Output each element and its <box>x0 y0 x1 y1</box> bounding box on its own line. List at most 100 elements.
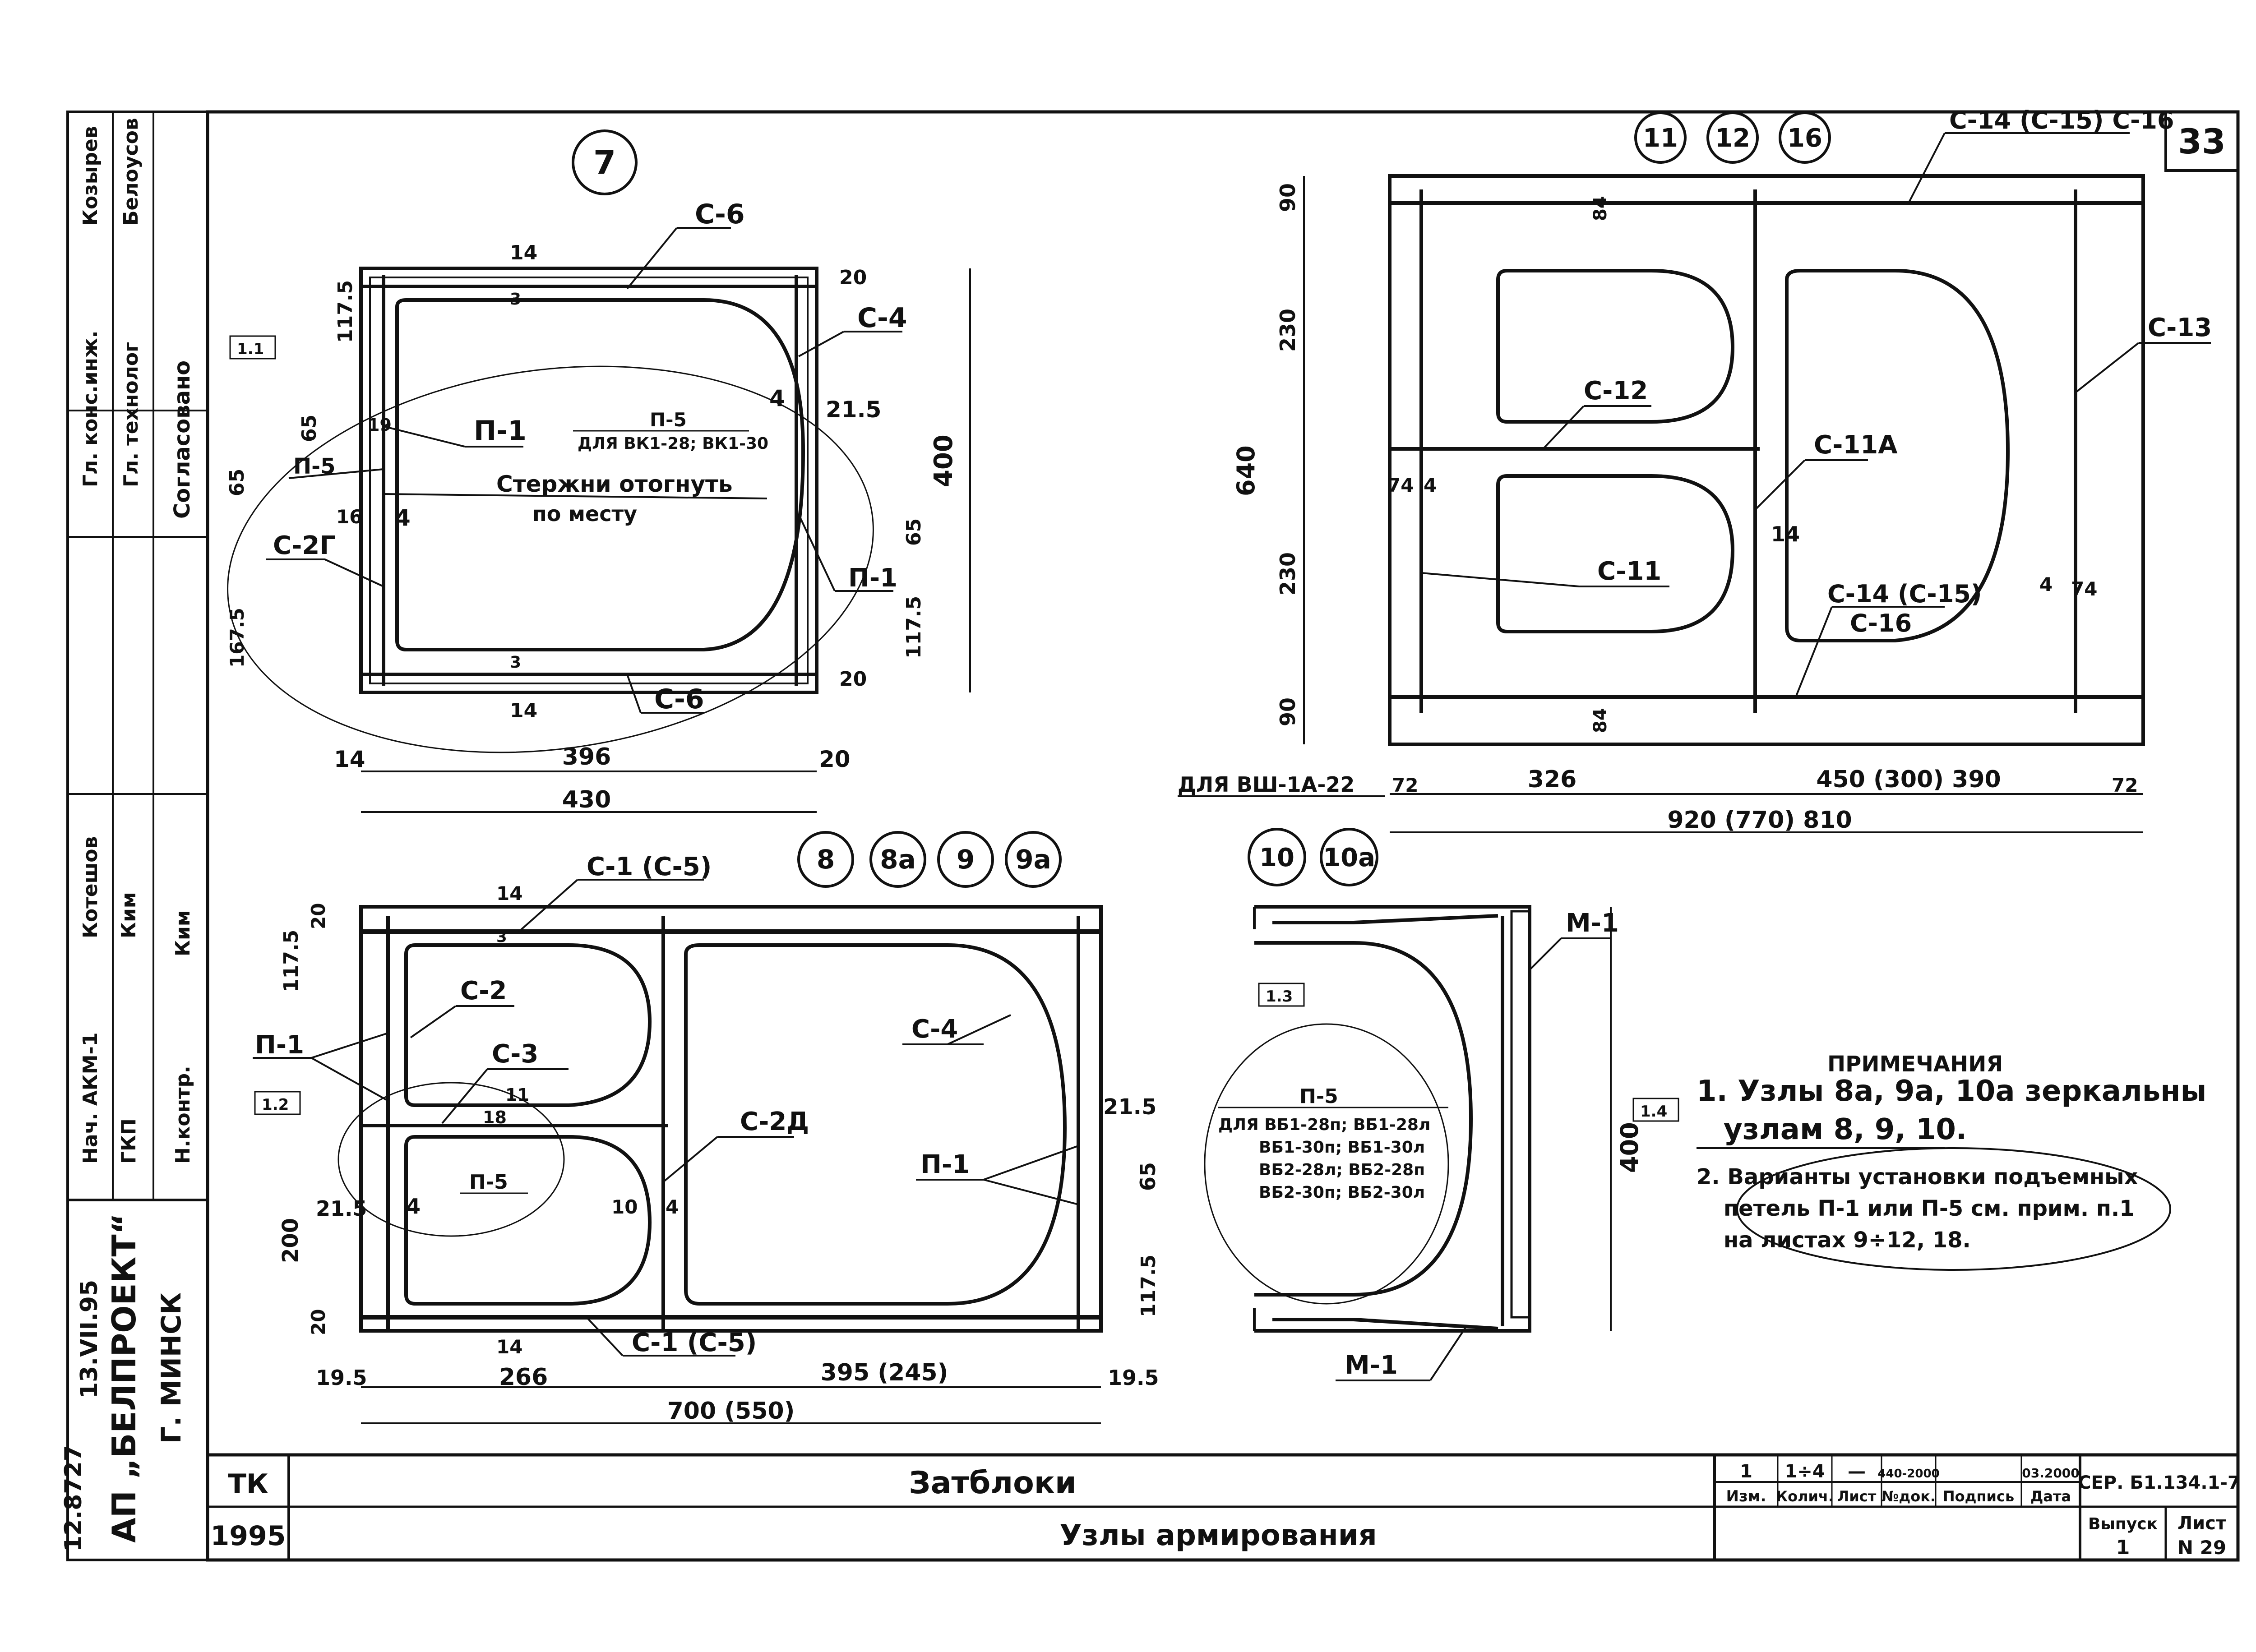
dim-395: 395 (245) <box>821 1359 948 1386</box>
node-11-12-16: 11 12 16 90 230 640 230 90 84 84 74 4 14… <box>1178 106 2212 834</box>
node-label-circle-8 <box>797 831 854 888</box>
dim-215: 21.5 <box>826 397 881 423</box>
for-note: ДЛЯ ВШ-1А-22 <box>1178 772 1355 797</box>
rev-value-6: 03.2000 <box>2022 1466 2080 1481</box>
node-label-circle-8a <box>869 831 926 888</box>
callout-c13: С-13 <box>2148 313 2212 342</box>
node-label-16: 16 <box>1787 124 1822 153</box>
dim-195-right: 19.5 <box>1108 1366 1159 1390</box>
leader-p1-right <box>798 514 836 591</box>
node-label-circle-12 <box>1706 111 1759 164</box>
dim-20-top: 20 <box>307 903 329 929</box>
side-stamp-city: Г. МИНСК <box>156 1292 187 1444</box>
series: СЕР. Б1.134.1-7 <box>2078 1472 2240 1493</box>
leader-c3 <box>441 1068 488 1124</box>
p5-zone <box>1204 1023 1449 1305</box>
dim-3-bottom: 3 <box>510 653 521 672</box>
dim-4-right: 4 <box>2039 573 2053 595</box>
leader-p1-right-a <box>983 1145 1079 1181</box>
leader-c2d <box>662 1136 718 1183</box>
node-label-9a: 9а <box>1015 844 1051 875</box>
side-stamp-name-3: Котешов <box>79 836 102 938</box>
callout-c11a: С-11А <box>1814 430 1898 460</box>
dim-10: 10 <box>611 1196 638 1218</box>
opening-right <box>1785 269 2010 642</box>
leader-p1-left-b <box>311 1057 388 1102</box>
opening-bottom-left <box>1496 474 1735 633</box>
rebar-frame <box>369 277 809 684</box>
node-10: 10 10а 400 21.5 65 117.5 М-1 М-1 П-5 ДЛЯ… <box>1103 828 1644 1381</box>
note-2-line-2: петель П-1 или П-5 см. прим. п.1 <box>1724 1196 2135 1221</box>
node-label-11: 11 <box>1643 124 1678 153</box>
node-label-8: 8 <box>817 844 835 875</box>
side-stamp-role-5: Гл. конс.инж. <box>79 331 102 487</box>
dim-72-left: 72 <box>1392 774 1418 796</box>
callout-c14-top: С-14 (С-15) С-16 <box>1949 106 2174 134</box>
node-label-circle-9 <box>937 831 994 888</box>
node-7: 7 396 430 14 20 14 14 20 20 400 117.5 11… <box>226 129 971 813</box>
side-stamp-date: 13.VII.95 <box>76 1280 103 1398</box>
dim-18: 18 <box>483 1107 507 1127</box>
dim-920: 920 (770) 810 <box>1667 807 1852 834</box>
tag: 1.2 <box>262 1096 289 1114</box>
dim-230-top: 230 <box>1276 309 1300 352</box>
leader-p5-left <box>288 468 384 479</box>
dim-14-bottom: 14 <box>496 1336 522 1358</box>
side-stamp: Гл. конс.инж. Козырев Гл. технолог Белоу… <box>60 111 209 1561</box>
side-stamp-inventory: 12.8727 <box>60 1445 87 1552</box>
dim-1175: 117.5 <box>1137 1255 1160 1317</box>
node-label-10: 10 <box>1259 843 1294 872</box>
side-stamp-name-2: Ким <box>117 892 140 938</box>
dim-400: 400 <box>1615 1122 1644 1173</box>
opening-right <box>684 943 1067 1306</box>
side-stamp-agreed: Согласовано <box>170 360 195 519</box>
p5-zone <box>227 365 874 753</box>
dim-1175: 117.5 <box>280 930 303 992</box>
issue-label: Выпуск <box>2088 1515 2158 1533</box>
node-label-circle-10 <box>1248 828 1306 886</box>
issue: 1 <box>2116 1536 2130 1559</box>
p5-zone <box>337 1082 565 1237</box>
rev-header-3: Лист <box>1837 1488 1877 1505</box>
dim-430: 430 <box>562 786 611 813</box>
side-stamp-name-4: Белоусов <box>120 118 143 226</box>
p5-sub: ДЛЯ ВК1-28; ВК1-30 <box>578 434 768 453</box>
side-stamp-role-3: Нач. АКМ-1 <box>79 1033 102 1164</box>
callout-c2: С-2 <box>460 976 507 1006</box>
dim-3-top: 3 <box>510 290 521 309</box>
dim-14-bottom: 14 <box>510 699 537 722</box>
node-label-12: 12 <box>1715 124 1750 153</box>
dim-19: 19 <box>368 415 392 435</box>
callout-p5: П-5 <box>469 1171 508 1194</box>
note-1-line-1: 1. Узлы 8а, 9а, 10а зеркальны <box>1697 1075 2206 1108</box>
dim-3-top: 3 <box>496 928 507 946</box>
leader-c13 <box>2075 342 2140 393</box>
bend-note-2: по месту <box>532 502 637 526</box>
node-label-circle-9a <box>1005 831 1062 888</box>
dim-200: 200 <box>278 1218 303 1263</box>
sheet-number: 33 <box>2178 121 2226 162</box>
leader-c1-top <box>518 879 578 932</box>
dim-65-left: 65 <box>298 415 321 442</box>
notes: ПРИМЕЧАНИЯ 1.4 1. Узлы 8а, 9а, 10а зерка… <box>1632 1052 2206 1271</box>
dim-14-mid: 14 <box>1771 522 1800 546</box>
side-stamp-frame <box>66 111 209 1561</box>
node-label-9: 9 <box>957 844 975 875</box>
dim-4-mid: 4 <box>666 1196 679 1218</box>
leader-p1-left <box>383 425 465 448</box>
tag-box <box>229 335 276 360</box>
dim-4-left: 4 <box>395 505 411 531</box>
note-1-line-2: узлам 8, 9, 10. <box>1724 1113 1967 1146</box>
callout-m1-bottom: М-1 <box>1345 1351 1398 1380</box>
leader-p1-left-a <box>311 1032 388 1059</box>
callout-p1-left: П-1 <box>255 1030 304 1060</box>
dim-215: 21.5 <box>1103 1094 1156 1120</box>
org-code: ТК <box>228 1468 268 1500</box>
leader-m1-bottom <box>1429 1325 1467 1381</box>
callout-c3: С-3 <box>492 1039 538 1069</box>
object-title: Затблоки <box>909 1465 1076 1501</box>
bend-note-line <box>383 493 767 499</box>
callout-p1-right: П-1 <box>920 1150 970 1179</box>
callout-c12: С-12 <box>1584 376 1648 406</box>
leader-c6-top <box>626 227 678 290</box>
